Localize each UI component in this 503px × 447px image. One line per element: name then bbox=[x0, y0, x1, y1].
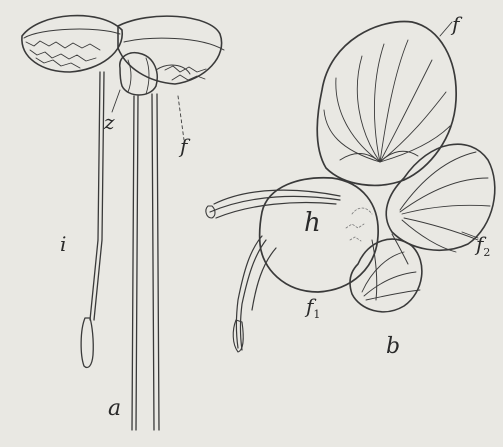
pointer-f-b bbox=[440, 22, 452, 36]
label-f2: f2 bbox=[476, 234, 490, 258]
label-f1: f1 bbox=[306, 296, 320, 320]
leaf-f bbox=[317, 22, 456, 186]
leaf-left bbox=[22, 16, 122, 72]
stalks bbox=[90, 72, 159, 430]
root-tip bbox=[81, 318, 93, 368]
leaf-right bbox=[118, 16, 224, 84]
label-h: h bbox=[304, 210, 321, 236]
label-a: a bbox=[108, 398, 121, 420]
label-z: z bbox=[104, 112, 115, 132]
center-venation bbox=[346, 208, 372, 241]
central-bud bbox=[120, 53, 190, 95]
pointer-z bbox=[112, 90, 120, 112]
label-f1-sub: 1 bbox=[313, 308, 320, 321]
label-b: b bbox=[386, 336, 400, 358]
label-i: i bbox=[60, 234, 66, 254]
label-f-a: f bbox=[180, 136, 187, 156]
label-f-b: f bbox=[452, 14, 459, 34]
figure-a-drawing bbox=[22, 16, 224, 430]
label-f2-sub: 2 bbox=[483, 246, 490, 259]
figure-b-drawing bbox=[206, 22, 495, 352]
